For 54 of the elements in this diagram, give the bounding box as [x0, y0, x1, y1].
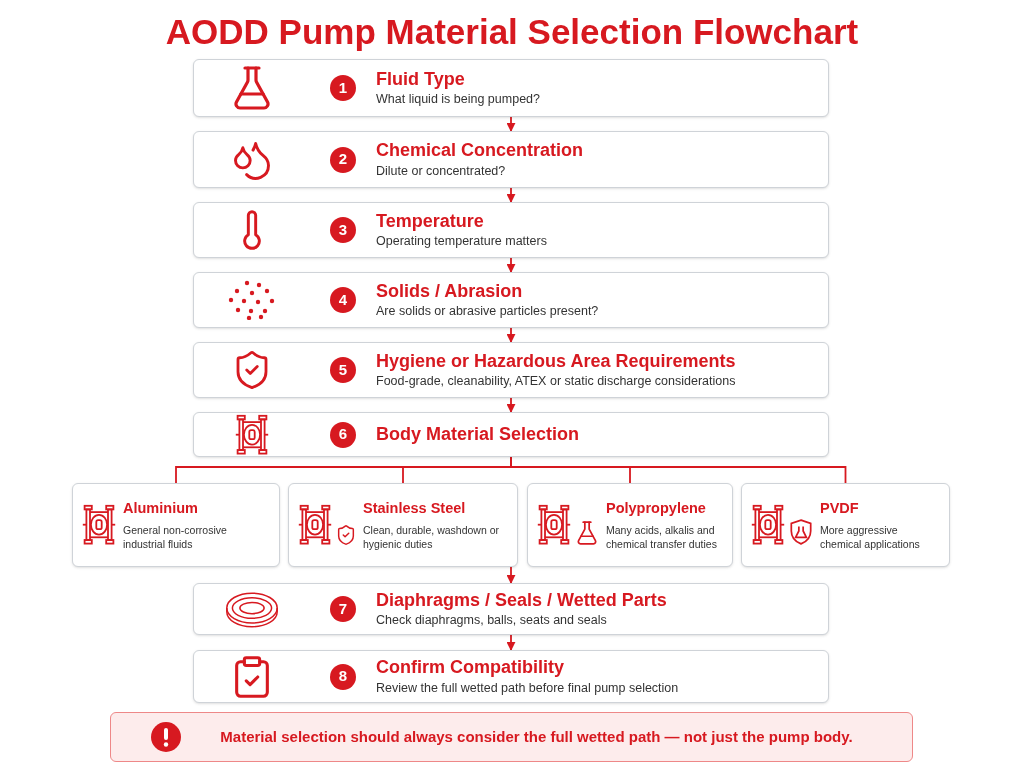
arrow	[506, 397, 516, 413]
step-box	[193, 59, 829, 117]
material-title: Stainless Steel	[363, 498, 467, 517]
title: AODD Pump Material Selection Flowchart	[165, 11, 859, 53]
step-number: 4	[330, 287, 356, 313]
step-title: Hygiene or Hazardous Area Requirements	[376, 349, 736, 373]
step-box	[193, 131, 829, 188]
step-title: Temperature	[376, 209, 485, 233]
step-description: What liquid is being pumped?	[376, 92, 540, 109]
material-description: More aggressive chemical applications	[820, 522, 921, 552]
material-description: General non-corrosive industrial fluids	[123, 522, 228, 552]
warning-banner	[110, 712, 913, 762]
arrow	[506, 566, 516, 584]
material-title: Polypropylene	[606, 498, 707, 517]
arrow	[506, 257, 516, 273]
step-description: Dilute or concentrated?	[376, 163, 507, 180]
step-number: 5	[330, 357, 356, 383]
step-description: Food-grade, cleanability, ATEX or static discharge considerations	[376, 374, 736, 391]
step-description: Check diaphragms, balls, seats and seals	[376, 613, 608, 630]
step-description: Are solids or abrasive particles present?	[376, 304, 599, 321]
arrow	[506, 187, 516, 203]
step-title: Fluid Type	[376, 67, 466, 91]
material-description: Many acids, alkalis and chemical transfer duties	[606, 522, 718, 552]
step-title: Body Material Selection	[376, 423, 580, 446]
arrow	[506, 327, 516, 343]
step-box	[193, 202, 829, 258]
material-card	[288, 483, 518, 567]
step-box	[193, 583, 829, 635]
material-description: Clean, durable, washdown or hygienic duties	[363, 522, 500, 552]
step-description: Review the full wetted path before final pump selection	[376, 680, 679, 697]
step-number: 1	[330, 75, 356, 101]
step-box	[193, 650, 829, 703]
warning-text: Material selection should always consider the full wetted path — not just the pump body.	[220, 726, 853, 747]
step-box	[193, 272, 829, 328]
step-number: 6	[330, 421, 356, 448]
arrow	[506, 116, 516, 132]
step-title: Chemical Concentration	[376, 139, 584, 162]
step-title: Solids / Abrasion	[376, 279, 524, 303]
connector-line	[510, 456, 847, 484]
step-number: 3	[330, 217, 356, 243]
step-box	[193, 412, 829, 457]
step-number: 2	[330, 146, 356, 173]
step-description: Operating temperature matters	[376, 234, 547, 251]
arrow	[506, 634, 516, 651]
step-title: Confirm Compatibility	[376, 656, 565, 679]
material-title: Aluminium	[123, 498, 199, 517]
step-number: 8	[330, 663, 356, 690]
step-title: Diaphragms / Seals / Wetted Parts	[376, 588, 667, 612]
material-card	[527, 483, 733, 567]
step-number: 7	[330, 596, 356, 622]
material-title: PVDF	[820, 498, 860, 517]
material-card	[741, 483, 950, 567]
step-box	[193, 342, 829, 398]
material-card	[72, 483, 280, 567]
